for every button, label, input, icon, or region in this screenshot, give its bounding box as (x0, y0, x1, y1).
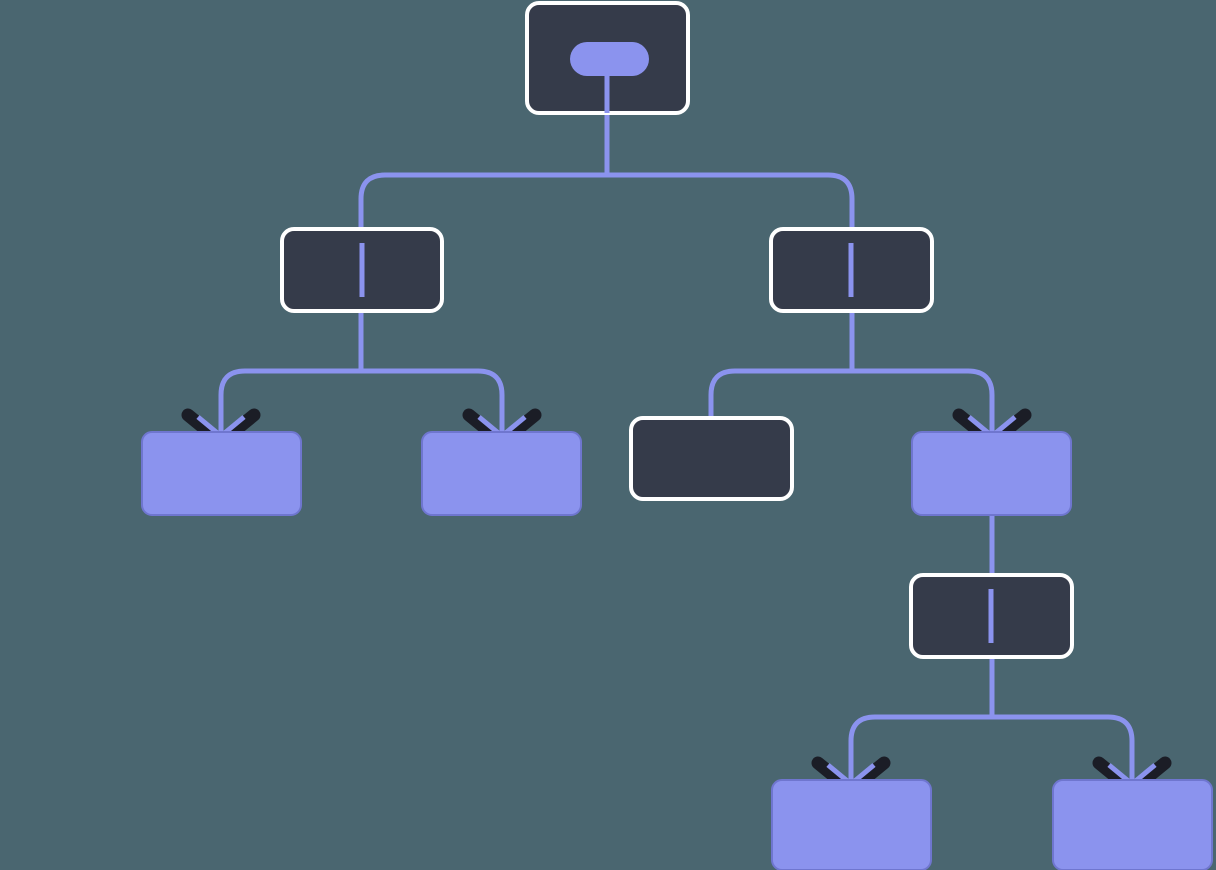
edge-layer (218, 113, 1135, 790)
node-collapsed-node[interactable] (769, 227, 934, 313)
node-leaf-node[interactable] (771, 779, 932, 870)
connector-edge (849, 311, 995, 442)
connector-edge (989, 657, 1135, 790)
node-collapsed-node[interactable] (629, 416, 794, 501)
node-layer (141, 1, 1213, 870)
connector-edge (848, 657, 995, 790)
connector-edge (358, 311, 505, 442)
node-passthrough-tick (848, 243, 854, 297)
node-leaf-node[interactable] (911, 431, 1072, 516)
node-passthrough-tick (359, 243, 365, 297)
node-leaf-node[interactable] (141, 431, 302, 516)
connector-edge (708, 311, 855, 418)
node-passthrough-tick (988, 589, 994, 643)
connector-edge (218, 311, 364, 442)
connector-edge (604, 113, 855, 311)
node-pill-indicator (570, 42, 649, 76)
node-leaf-node[interactable] (421, 431, 582, 516)
node-collapsed-node[interactable] (525, 1, 690, 115)
node-collapsed-node[interactable] (280, 227, 444, 313)
node-leaf-node[interactable] (1052, 779, 1213, 870)
node-stem (604, 76, 610, 113)
node-collapsed-node[interactable] (909, 573, 1074, 659)
